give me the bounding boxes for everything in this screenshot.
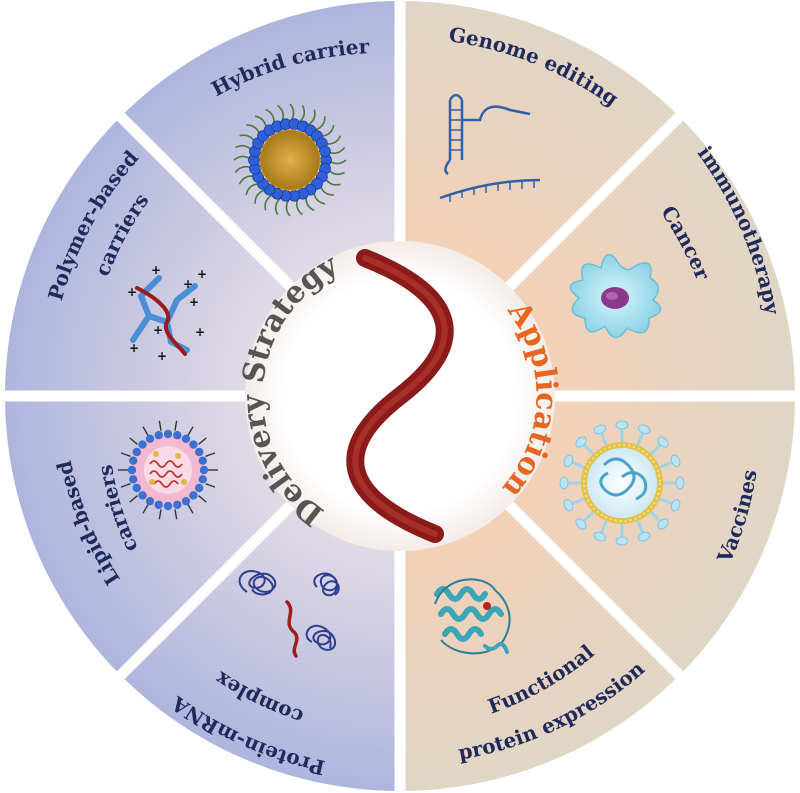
svg-text:+: + <box>157 349 167 363</box>
lipid-nanoparticle-icon <box>118 420 218 520</box>
guide-rna-icon <box>439 93 541 202</box>
vaccine-particle-icon <box>559 420 685 546</box>
svg-text:+: + <box>129 341 139 355</box>
svg-text:+: + <box>183 277 193 291</box>
svg-text:+: + <box>197 267 207 281</box>
polymer-chains-icon: + + + + + + + + + <box>127 263 207 363</box>
svg-text:+: + <box>151 263 161 277</box>
svg-text:+: + <box>195 325 205 339</box>
svg-text:+: + <box>127 285 137 299</box>
mrna-helix-icon <box>346 249 454 543</box>
hybrid-nanoparticle-icon <box>233 103 347 217</box>
protein-structure-icon <box>434 578 511 655</box>
dendritic-cell-icon <box>569 253 662 339</box>
protein-mrna-complex-icon <box>238 570 340 658</box>
svg-text:+: + <box>189 295 199 309</box>
svg-text:+: + <box>153 323 163 337</box>
